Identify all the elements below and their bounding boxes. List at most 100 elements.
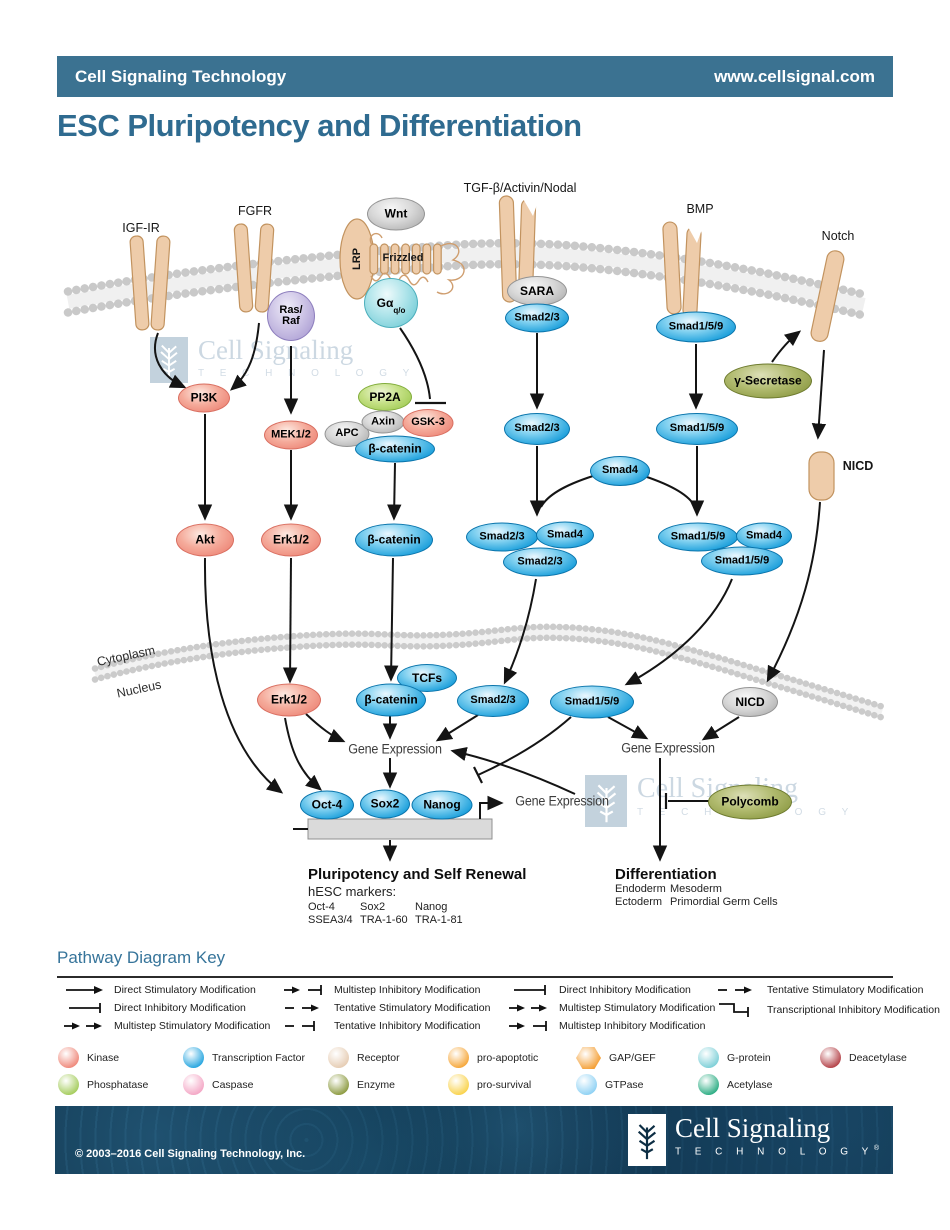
- node-axin: Axin: [361, 410, 405, 434]
- lineage-cell: Ectoderm: [615, 896, 663, 908]
- key-item: Multistep Stimulatory Modification: [63, 1019, 270, 1033]
- marker-cell: TRA-1-81: [415, 914, 463, 926]
- hesc-markers-label: hESC markers:: [308, 884, 397, 899]
- label-nicd-cytoplasm: NICD: [842, 459, 874, 473]
- key-item: Direct Stimulatory Modification: [63, 983, 270, 997]
- gene-expression-differentiation: Gene Expression: [621, 740, 715, 756]
- lineage-cell: Primordial Germ Cells: [670, 896, 778, 908]
- node-beta-catenin-complex: β-catenin: [355, 435, 435, 463]
- edge-smad159complex-nucleus: [624, 578, 733, 686]
- direct-stimulatory-icon: [66, 986, 103, 994]
- plasma-membrane: [63, 238, 869, 320]
- edge-smad4-left: [540, 475, 594, 508]
- node-smad23-complex-b: Smad2/3: [503, 547, 577, 577]
- kinase-shape-icon: [58, 1047, 79, 1068]
- transcriptional-inhibitory-icon: [719, 1003, 749, 1017]
- node-smad159-complex-b: Smad1/5/9: [701, 546, 783, 576]
- node-beta-catenin-cytoplasm: β-catenin: [355, 523, 433, 557]
- node-smad23-complex-a: Smad2/3: [466, 522, 538, 552]
- key-item: Direct Inhibitory Modification: [508, 983, 715, 997]
- edge-fgfr-pi3k: [229, 322, 260, 391]
- key-item: Tentative Inhibitory Modification: [283, 1019, 490, 1033]
- edge-smad23nuc-genex: [435, 714, 479, 742]
- key-item: Multistep Stimulatory Modification: [508, 1001, 715, 1015]
- bmp-receptor: [662, 221, 705, 318]
- igf1r-receptor: [129, 235, 171, 331]
- edge-nicdnuc-genex2: [701, 716, 740, 741]
- node-erk12-cytoplasm: Erk1/2: [261, 523, 321, 557]
- node-smad23-membrane: Smad2/3: [505, 303, 569, 333]
- edge-promoter-genex: [479, 795, 504, 819]
- key-item-label: Transcriptional Inhibitory Modification: [767, 1004, 940, 1016]
- marker-cell: Sox2: [360, 901, 386, 913]
- node-smad23-cytoplasm: Smad2/3: [504, 413, 570, 445]
- gene-expression-output: Gene Expression: [515, 793, 609, 809]
- shape-key-item: pro-apoptotic: [448, 1047, 538, 1068]
- tbar-pluripotency: [473, 766, 483, 784]
- marker-cell: SSEA3/4: [308, 914, 353, 926]
- shape-key-item: G-protein: [698, 1047, 771, 1068]
- label-notch: Notch: [821, 229, 855, 243]
- label-fgfr: FGFR: [237, 204, 273, 218]
- key-item: Tentative Stimulatory Modification: [283, 1001, 490, 1015]
- pro-survival-shape-icon: [448, 1074, 469, 1095]
- node-smad4-complex-a: Smad4: [536, 521, 594, 549]
- node-sara: SARA: [507, 276, 567, 306]
- arrow-key-column-3: Direct Inhibitory Modification Multistep…: [508, 983, 715, 1033]
- tentative-inhibitory-icon: [285, 1021, 315, 1031]
- cst-logo: Cell Signaling T E C H N O L O G Y®: [628, 1114, 879, 1166]
- node-smad159-nucleus: Smad1/5/9: [550, 685, 634, 719]
- nicd-fragment: [808, 451, 835, 501]
- node-wnt: Wnt: [367, 197, 425, 231]
- multistep-stimulatory-icon: [509, 1004, 547, 1012]
- pro-apoptotic-shape-icon: [448, 1047, 469, 1068]
- g-protein-shape-icon: [698, 1047, 719, 1068]
- g-alpha-label: Gα: [376, 295, 394, 310]
- shape-key-label: Phosphatase: [87, 1078, 149, 1091]
- key-title: Pathway Diagram Key: [57, 948, 226, 967]
- key-item-label: Direct Inhibitory Modification: [114, 1002, 246, 1014]
- fgfr-receptor: [233, 223, 275, 313]
- shape-key-label: Kinase: [87, 1051, 120, 1064]
- transcription-factor-shape-icon: [183, 1047, 204, 1068]
- node-polycomb: Polycomb: [708, 784, 792, 820]
- key-item: Tentative Stimulatory Modification: [716, 983, 940, 997]
- cst-logo-name: Cell Signaling: [675, 1113, 831, 1143]
- key-item-label: Direct Inhibitory Modification: [559, 984, 691, 996]
- label-tgfb: TGF-β/Activin/Nodal: [463, 181, 577, 195]
- label-bmp: BMP: [686, 202, 714, 216]
- key-divider: [57, 976, 893, 978]
- edge-bcatcomplex-bcat: [387, 462, 402, 521]
- edge-erknuc-oct4: [284, 717, 323, 791]
- shape-key-label: pro-survival: [477, 1078, 532, 1091]
- key-item-label: Tentative Inhibitory Modification: [334, 1020, 481, 1032]
- shape-key-label: Enzyme: [357, 1078, 395, 1091]
- key-item-label: Multistep Inhibitory Modification: [334, 984, 481, 996]
- direct-inhibitory-icon: [514, 985, 546, 995]
- edge-smad159nuc-inhibit-complex: [477, 716, 572, 776]
- shape-key-label: GAP/GEF: [609, 1052, 656, 1064]
- shape-key-label: Receptor: [357, 1051, 400, 1064]
- pluripotency-title: Pluripotency and Self Renewal: [308, 866, 527, 883]
- shape-key-label: GTPase: [605, 1078, 644, 1091]
- notch-receptor: [810, 250, 845, 342]
- node-nicd-nucleus: NICD: [722, 687, 778, 717]
- cst-tree-icon: [628, 1114, 667, 1166]
- enzyme-shape-icon: [328, 1074, 349, 1095]
- edge-notch-nicd: [811, 349, 827, 440]
- edge-nicd-nucleus: [766, 501, 821, 683]
- page-title: ESC Pluripotency and Differentiation: [57, 108, 582, 143]
- receptor-shape-icon: [328, 1047, 349, 1068]
- multistep-stimulatory-icon: [64, 1022, 102, 1030]
- header-bar: Cell Signaling Technology www.cellsignal…: [57, 56, 893, 97]
- key-item-label: Multistep Stimulatory Modification: [559, 1002, 716, 1014]
- website-url: www.cellsignal.com: [714, 66, 875, 86]
- cst-logo-sub: T E C H N O L O G Y®: [675, 1145, 879, 1158]
- node-pp2a: PP2A: [358, 383, 412, 411]
- acetylase-shape-icon: [698, 1074, 719, 1095]
- shape-key-label: pro-apoptotic: [477, 1051, 539, 1064]
- edge-smad4-right: [643, 475, 696, 508]
- edge-smad159nuc-genex2: [607, 716, 649, 740]
